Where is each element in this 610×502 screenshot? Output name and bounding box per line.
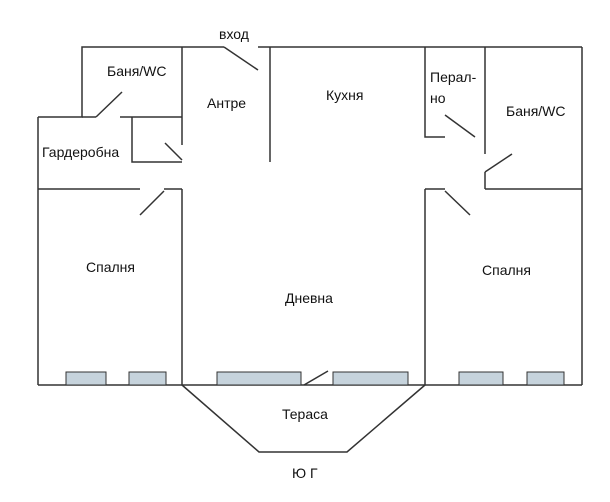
label-hall: Антре [207, 95, 246, 111]
label-laundry-line2: но [430, 90, 446, 106]
label-bath-right: Баня/WC [506, 103, 566, 119]
window-bedroom-left-2 [128, 371, 167, 386]
window-living-1 [216, 371, 302, 386]
door-bedroom-left [139, 190, 165, 216]
terrace-outline [181, 384, 426, 453]
door-bath-left [95, 91, 123, 118]
label-entrance: вход [219, 26, 249, 42]
window-bedroom-right-2 [526, 371, 565, 386]
outer-wall-top [38, 46, 224, 118]
label-kitchen: Кухня [326, 87, 363, 103]
doors [95, 46, 513, 386]
label-wardrobe: Гардеробна [42, 144, 119, 160]
outer-walls [37, 46, 583, 386]
wall-laundry [424, 47, 445, 138]
windows [65, 371, 565, 386]
label-living: Дневна [285, 290, 333, 306]
interior-walls [38, 47, 582, 385]
door-entrance [223, 46, 259, 71]
label-orientation: Ю Г [292, 465, 318, 481]
label-bath-left: Баня/WC [107, 63, 167, 79]
door-bedroom-right [444, 190, 471, 216]
label-laundry-line1: Перал- [430, 69, 477, 85]
label-bedroom-left: Спалня [86, 259, 135, 275]
window-bedroom-right-1 [458, 371, 504, 386]
label-bedroom-right: Спалня [482, 262, 531, 278]
door-laundry [444, 114, 476, 138]
door-closet [164, 142, 183, 161]
window-bedroom-left-1 [65, 371, 107, 386]
room-labels: вход Баня/WC Антре Кухня Перал- но Баня/… [42, 26, 566, 481]
label-terrace: Тераса [282, 406, 328, 422]
door-bath-right [484, 153, 513, 173]
door-terrace [303, 370, 329, 386]
window-living-2 [332, 371, 409, 386]
wall-closet [131, 117, 182, 163]
